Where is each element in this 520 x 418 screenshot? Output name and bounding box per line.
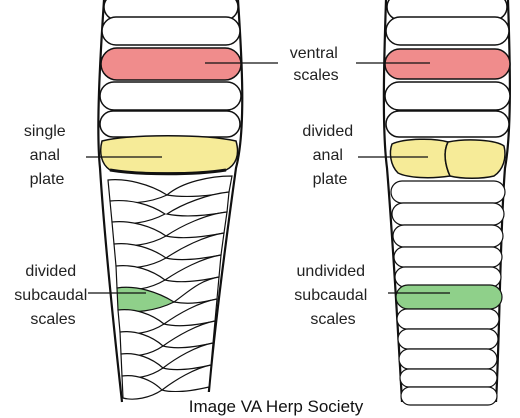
anal-plate-left-half: [390, 139, 450, 177]
label-line: anal: [313, 147, 343, 164]
image-credit: Image VA Herp Society: [189, 397, 364, 416]
divided-anal-plate-label: divided anal plate: [302, 123, 357, 188]
subcaudal-scale: [397, 309, 499, 329]
label-line: ventral: [290, 45, 338, 62]
label-line: undivided: [297, 263, 366, 280]
right-ventral-scales: [385, 0, 510, 137]
ventral-scales-label: ventral scales: [290, 45, 342, 84]
subcaudal-scale-left: [114, 244, 166, 268]
label-line: scales: [293, 67, 338, 84]
subcaudal-scale-left: [122, 376, 162, 400]
single-anal-plate: [101, 136, 238, 173]
label-line: scales: [310, 311, 355, 328]
label-line: anal: [30, 147, 60, 164]
ventral-scale-highlighted: [385, 49, 510, 79]
left-ventral-scales: [100, 0, 241, 137]
anal-plate-right-half: [445, 140, 505, 178]
label-line: scales: [30, 311, 75, 328]
subcaudal-scale: [392, 203, 504, 225]
undivided-subcaudal-scales-label: undivided subcaudal scales: [294, 263, 371, 328]
label-line: single: [24, 123, 66, 140]
ventral-scale: [386, 111, 509, 137]
divided-anal-plate: [390, 139, 505, 178]
label-line: subcaudal: [14, 287, 87, 304]
divided-subcaudal-scales-label: divided subcaudal scales: [14, 263, 91, 328]
subcaudal-scale: [393, 225, 503, 247]
ventral-scale: [102, 17, 240, 45]
subcaudal-scale-left: [121, 354, 163, 378]
label-line: divided: [25, 263, 76, 280]
label-line: plate: [30, 171, 65, 188]
subcaudal-scale-left: [120, 332, 163, 356]
subcaudal-scale: [400, 369, 497, 387]
label-line: divided: [302, 123, 353, 140]
subcaudal-scale-left-highlighted: [117, 287, 174, 311]
subcaudal-scale: [391, 181, 505, 203]
ventral-scale: [385, 82, 510, 110]
subcaudal-scale: [394, 247, 502, 267]
subcaudal-scale: [398, 329, 498, 349]
ventral-scale: [100, 111, 240, 137]
single-anal-plate-label: single anal plate: [24, 123, 70, 188]
label-line: subcaudal: [294, 287, 367, 304]
subcaudal-scale-left: [116, 266, 165, 290]
subcaudal-scale-left: [110, 201, 165, 224]
subcaudal-scale-left: [112, 222, 166, 246]
ventral-scale-highlighted: [101, 48, 241, 80]
subcaudal-scale: [395, 267, 501, 287]
ventral-scale: [386, 17, 509, 45]
label-line: plate: [313, 171, 348, 188]
subcaudal-scale-highlighted: [396, 285, 502, 309]
ventral-scale: [100, 82, 241, 110]
subcaudal-scale: [401, 387, 497, 405]
subcaudal-scale-left: [118, 310, 164, 334]
subcaudal-scale-left: [108, 180, 167, 203]
left-subcaudal-scales: [108, 176, 232, 399]
subcaudal-scale: [399, 349, 497, 369]
